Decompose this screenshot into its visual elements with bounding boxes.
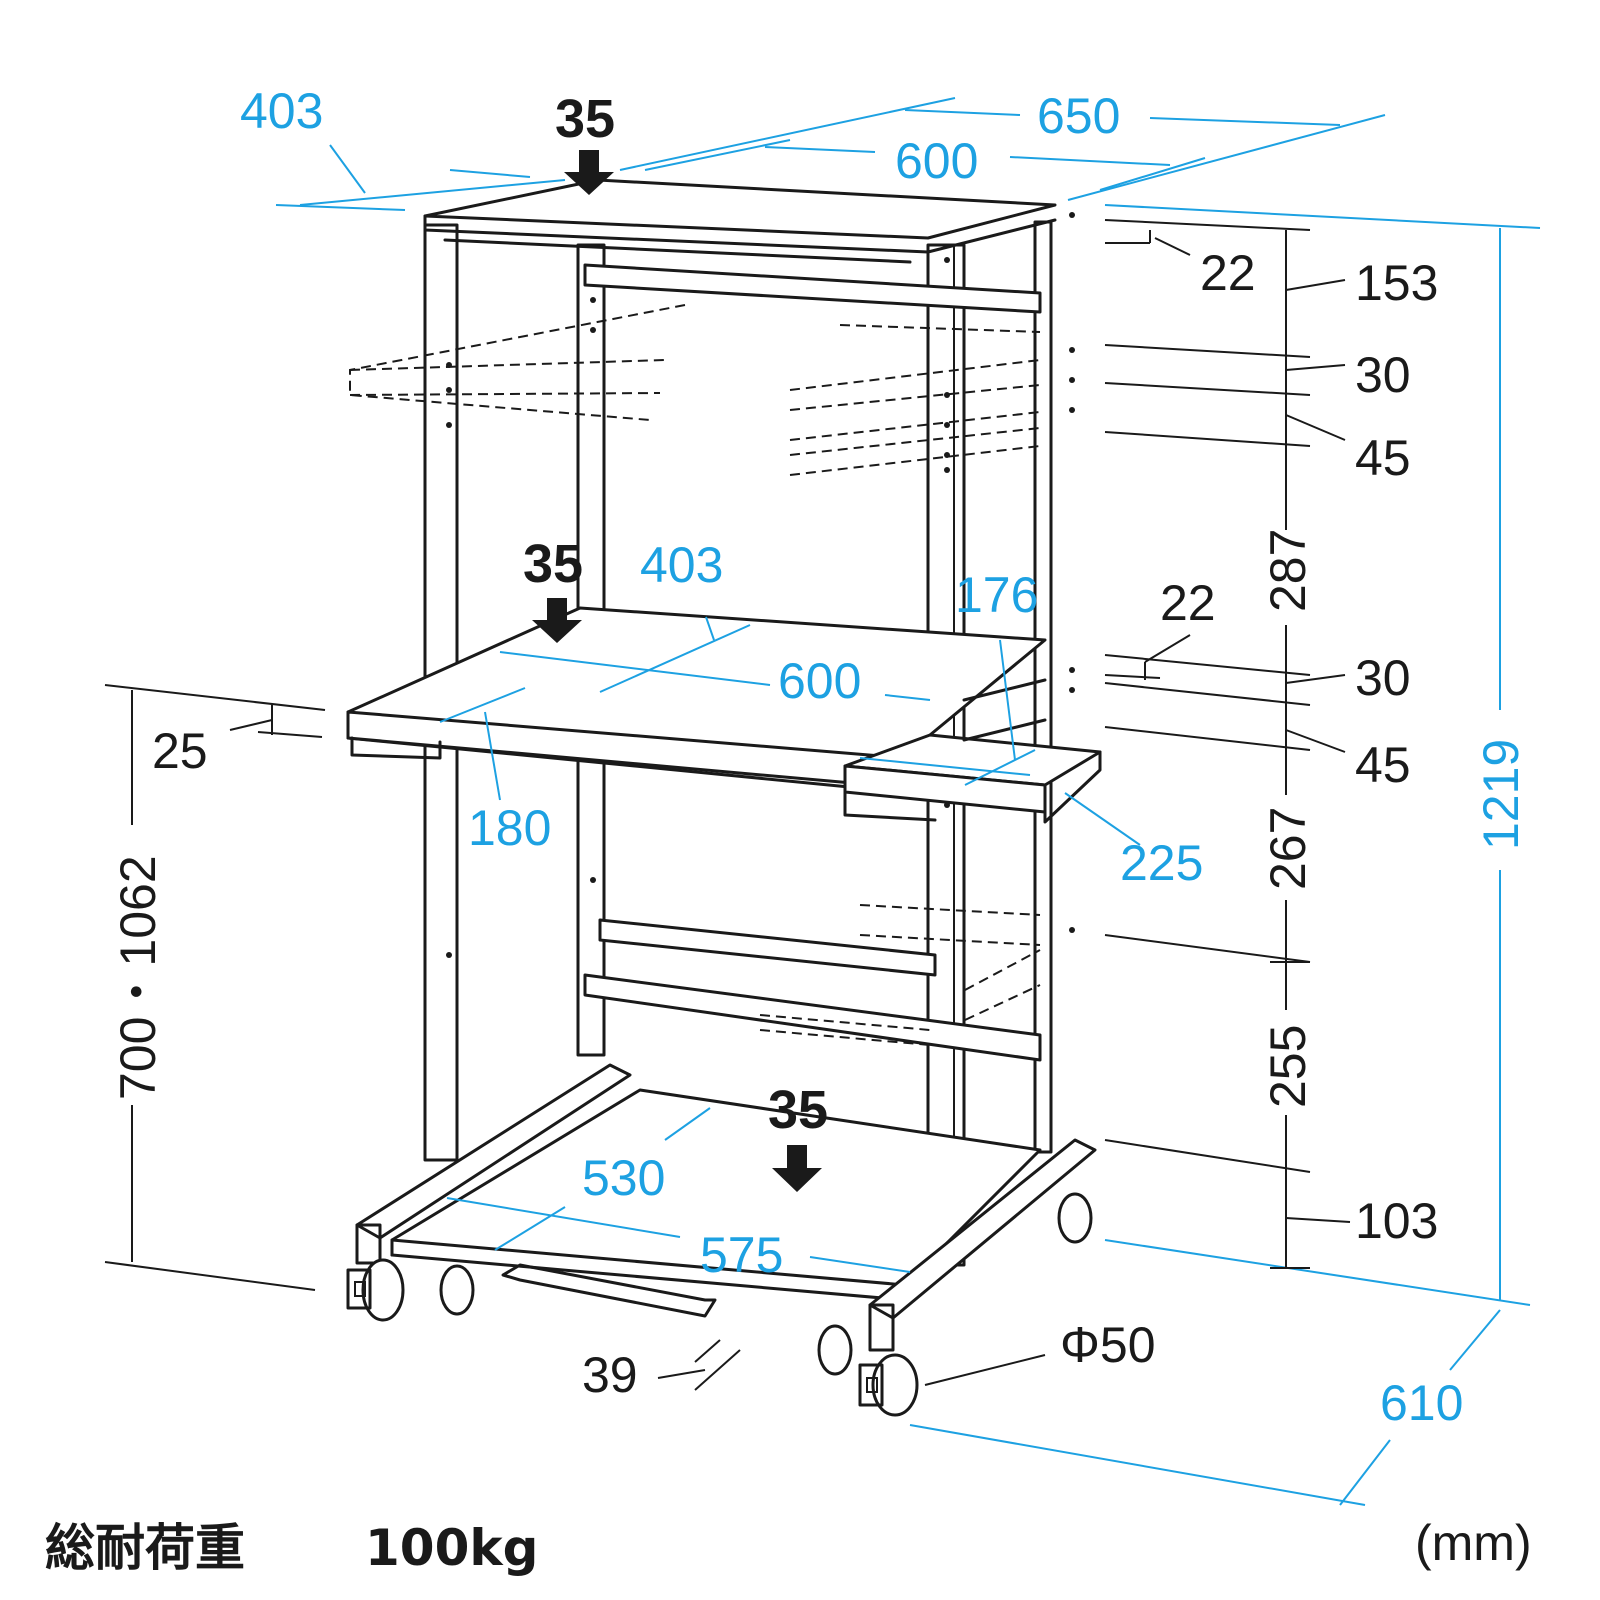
- load-top-label: 35: [555, 89, 615, 149]
- down-arrow-icon: [532, 598, 582, 643]
- upper-back-rail: [583, 263, 1042, 314]
- dim-bottom-width: 575: [700, 1227, 783, 1283]
- optional-shelf-outline-upper: [349, 304, 1041, 476]
- load-middle-label: 35: [523, 534, 583, 594]
- total-load-value: 100kg: [365, 1519, 538, 1577]
- load-arrow-middle: 35: [523, 534, 583, 643]
- total-load-label: 総耐荷重: [45, 1519, 245, 1577]
- dim-top-gap: 153: [1355, 255, 1438, 311]
- base-left-foot: [355, 1223, 382, 1265]
- dim-rail-b: 45: [1355, 430, 1411, 486]
- dim-shelf-front: 180: [468, 800, 551, 856]
- blue-dimension-labels: 403 650 600 403 600 176 180 225 530 575 …: [240, 83, 1529, 1431]
- dim-side-tray-depth: 225: [1120, 835, 1203, 891]
- dim-rail-c: 30: [1355, 650, 1411, 706]
- dim-lower-section: 255: [1260, 1025, 1316, 1108]
- blue-dimension-lines: [275, 97, 1541, 1506]
- optional-shelf-outline-lower: [759, 904, 1041, 1046]
- lower-back-rail-1: [598, 918, 937, 977]
- dim-inner-width: 600: [895, 133, 978, 189]
- post-holes: [446, 212, 1075, 1268]
- dim-bottom-clearance: 103: [1355, 1193, 1438, 1249]
- dim-bottom-depth: 530: [582, 1150, 665, 1206]
- load-arrow-bottom: 35: [768, 1080, 828, 1192]
- down-arrow-icon: [772, 1145, 822, 1192]
- top-panel: [423, 178, 1057, 240]
- rear-right-post: [1033, 220, 1053, 1154]
- lower-back-rail-2: [583, 973, 1042, 1062]
- pull-handle: [501, 1263, 717, 1318]
- dim-middle-section: 267: [1260, 807, 1316, 890]
- base-right-foot: [868, 1303, 895, 1352]
- bottom-shelf: [390, 1088, 1042, 1287]
- dim-total-height: 1219: [1473, 739, 1529, 850]
- base-left-rail: [355, 1063, 632, 1240]
- dim-caster: Φ50: [1060, 1317, 1156, 1373]
- casters: [346, 1192, 1093, 1417]
- dim-shelf-depth: 403: [640, 537, 723, 593]
- rack-frame: [346, 178, 1102, 1417]
- load-bottom-label: 35: [768, 1080, 828, 1140]
- dim-top-thickness: 22: [1200, 245, 1256, 301]
- dim-shelf-edge: 25: [152, 723, 208, 779]
- dim-handle: 39: [582, 1347, 638, 1403]
- unit-label: (mm): [1415, 1515, 1532, 1571]
- dim-outer-width: 650: [1037, 88, 1120, 144]
- base-right-rail: [868, 1138, 1097, 1320]
- down-arrow-icon: [564, 150, 614, 195]
- dim-top-depth: 403: [240, 83, 323, 139]
- dim-shelf-thickness: 22: [1160, 575, 1216, 631]
- dim-base-depth: 610: [1380, 1375, 1463, 1431]
- dim-rail-d: 45: [1355, 737, 1411, 793]
- load-arrow-top: 35: [555, 89, 615, 195]
- dim-rail-a: 30: [1355, 347, 1411, 403]
- dim-upper-section: 287: [1260, 529, 1316, 612]
- dim-shelf-height-range: 700・1062: [110, 855, 166, 1100]
- dim-shelf-width: 600: [778, 653, 861, 709]
- dim-side-tray-width: 176: [955, 567, 1038, 623]
- black-dimension-labels: 22 153 30 45 287 22 30 45 267 255 103 25…: [110, 245, 1438, 1403]
- black-dimension-lines: [104, 219, 1351, 1391]
